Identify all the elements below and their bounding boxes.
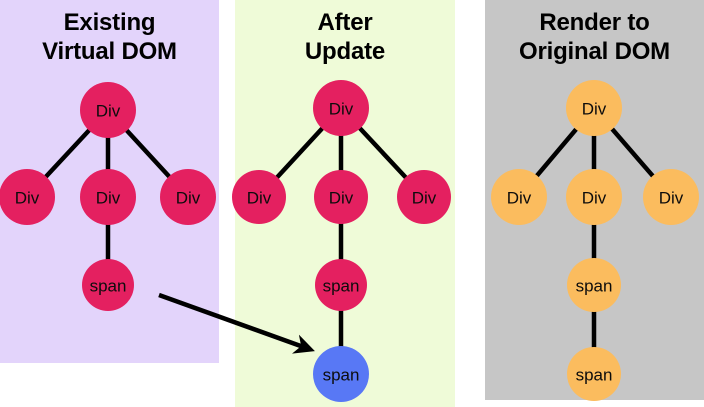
panel-after-update: After Update: [235, 0, 455, 407]
panel-title-existing-virtual-dom: Existing Virtual DOM: [42, 9, 177, 65]
panel-title-after-update: After Update: [304, 9, 386, 65]
panel-title-render-to-original-dom: Render to Original DOM: [519, 9, 670, 65]
panel-render-to-original-dom: Render to Original DOM: [485, 0, 704, 400]
panel-existing-virtual-dom: Existing Virtual DOM: [0, 0, 219, 363]
